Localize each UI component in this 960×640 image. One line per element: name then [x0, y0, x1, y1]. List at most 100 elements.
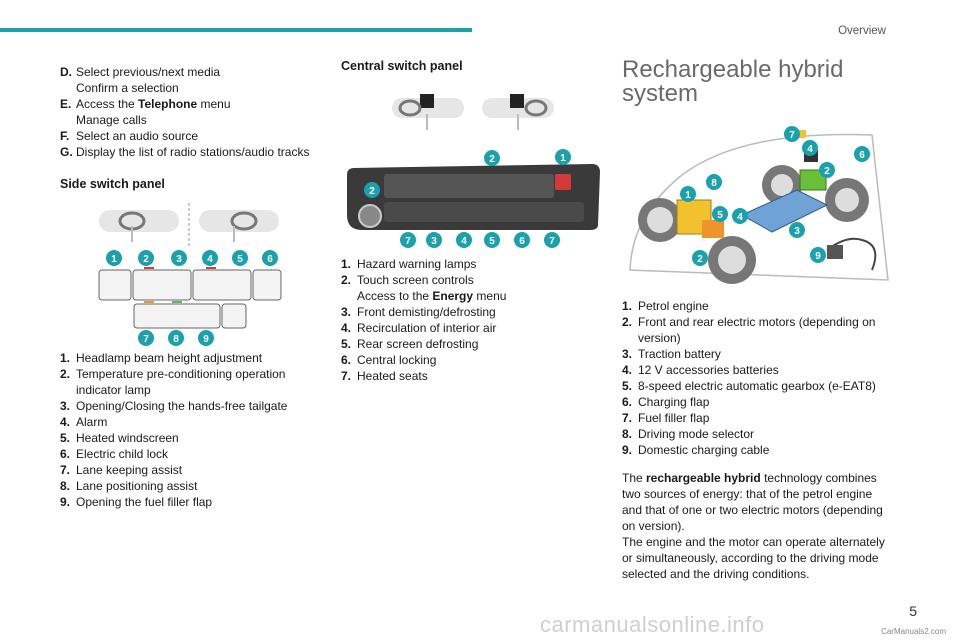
page-number: 5	[909, 603, 917, 619]
callout-badge: 5	[484, 232, 500, 248]
callout-badge: 3	[789, 222, 805, 238]
list-item: 3.Front demisting/defrosting	[341, 305, 496, 319]
middle-column: Central switch panel 1 2 2 7 3 4 5 6 7 1.Hazard …	[341, 58, 603, 384]
svg-text:3: 3	[431, 236, 437, 247]
callout-badge: 9	[810, 247, 826, 263]
callout-badge: 2	[484, 150, 500, 166]
steering-wheel-icon	[99, 210, 179, 242]
callout-badge: 3	[171, 250, 187, 266]
steering-wheel-icon	[392, 94, 464, 130]
svg-text:4: 4	[737, 212, 743, 223]
central-switch-panel-illustration: 1 2 2 7 3 4 5 6 7	[347, 94, 600, 248]
section-title: Overview	[838, 25, 886, 37]
svg-text:4: 4	[807, 144, 813, 155]
svg-text:7: 7	[405, 236, 411, 247]
svg-text:1: 1	[560, 153, 566, 164]
list-item: 4.Alarm	[60, 415, 108, 429]
callout-badge: 1	[680, 186, 696, 202]
list-item: 9.Opening the fuel filler flap	[60, 495, 213, 509]
callout-badge: 2	[364, 182, 380, 198]
list-item: 2.Temperature pre-conditioning operation…	[60, 367, 286, 397]
list-item: 3.Opening/Closing the hands-free tailgat…	[60, 399, 288, 413]
callout-badge: 5	[712, 206, 728, 222]
side-switch-panel-illustration: 1 2 3 4 5 6 7 8 9	[98, 203, 282, 346]
watermark-small: CarManuals2.com	[881, 627, 946, 636]
svg-text:5: 5	[237, 254, 243, 265]
callout-badge: 6	[262, 250, 278, 266]
callout-badge: 8	[168, 330, 184, 346]
control-item-g: G. Display the list of radio stations/au…	[60, 145, 310, 159]
callout-badge: 5	[232, 250, 248, 266]
callout-badge: 9	[198, 330, 214, 346]
list-item: 8.Driving mode selector	[622, 427, 755, 441]
svg-text:7: 7	[549, 236, 555, 247]
callout-badge: 1	[555, 149, 571, 165]
svg-text:9: 9	[815, 251, 821, 262]
svg-text:4: 4	[207, 254, 213, 265]
list-item: 7.Heated seats	[341, 369, 428, 383]
svg-text:5: 5	[489, 236, 495, 247]
list-item: 9.Domestic charging cable	[622, 443, 770, 457]
svg-text:9: 9	[203, 334, 209, 345]
list-item: 1.Headlamp beam height adjustment	[60, 351, 263, 365]
callout-badge: 4	[802, 140, 818, 156]
side-items-list: 1.Headlamp beam height adjustment 2.Temp…	[60, 350, 318, 510]
list-item: 4.Recirculation of interior air	[341, 321, 497, 335]
list-item: 7.Lane keeping assist	[60, 463, 183, 477]
callout-badge: 4	[732, 208, 748, 224]
svg-text:2: 2	[143, 254, 149, 265]
callout-badge: 7	[544, 232, 560, 248]
callout-badge: 2	[819, 162, 835, 178]
svg-text:2: 2	[824, 166, 830, 177]
list-item: 1.Hazard warning lamps	[341, 257, 477, 271]
callout-badge: 7	[784, 126, 800, 142]
hybrid-paragraph-1: The rechargeable hybrid technology combi…	[622, 471, 883, 533]
list-item: 8.Lane positioning assist	[60, 479, 198, 493]
list-item: 4.12 V accessories batteries	[622, 363, 779, 377]
central-panel-heading: Central switch panel	[341, 59, 463, 73]
watermark: carmanualsonline.info	[540, 612, 765, 637]
callout-badge: 2	[692, 250, 708, 266]
svg-text:5: 5	[717, 210, 723, 221]
svg-text:2: 2	[489, 154, 495, 165]
list-item: 5.Rear screen defrosting	[341, 337, 479, 351]
hybrid-items-list: 1.Petrol engine 2.Front and rear electri…	[622, 298, 892, 458]
callout-badge: 4	[202, 250, 218, 266]
svg-text:1: 1	[111, 254, 117, 265]
callout-badge: 2	[138, 250, 154, 266]
callout-badge: 7	[400, 232, 416, 248]
svg-text:6: 6	[267, 254, 273, 265]
header-accent-bar	[0, 28, 472, 32]
callout-badge: 3	[426, 232, 442, 248]
svg-text:4: 4	[461, 236, 467, 247]
list-item: 7.Fuel filler flap	[622, 411, 710, 425]
list-item: 2.Front and rear electric motors (depend…	[622, 315, 876, 345]
callout-badge: 8	[706, 174, 722, 190]
svg-text:7: 7	[789, 130, 795, 141]
central-items-list: 1.Hazard warning lamps 2.Touch screen co…	[341, 256, 603, 384]
steering-wheel-icon	[199, 210, 279, 242]
svg-text:2: 2	[369, 186, 375, 197]
svg-text:6: 6	[519, 236, 525, 247]
svg-text:6: 6	[859, 150, 865, 161]
svg-text:8: 8	[173, 334, 179, 345]
svg-text:3: 3	[794, 226, 800, 237]
callout-badge: 6	[854, 146, 870, 162]
list-item: 6.Electric child lock	[60, 447, 169, 461]
callout-badge: 4	[456, 232, 472, 248]
list-item: 6.Central locking	[341, 353, 437, 367]
callout-badge: 6	[514, 232, 530, 248]
svg-text:7: 7	[143, 334, 149, 345]
list-item: 5.8-speed electric automatic gearbox (e-…	[622, 379, 876, 393]
side-panel-heading: Side switch panel	[60, 177, 165, 191]
list-item: 6.Charging flap	[622, 395, 710, 409]
callout-badge: 7	[138, 330, 154, 346]
control-item-f: F. Select an audio source	[60, 129, 199, 143]
svg-text:1: 1	[685, 190, 691, 201]
svg-text:8: 8	[711, 178, 717, 189]
